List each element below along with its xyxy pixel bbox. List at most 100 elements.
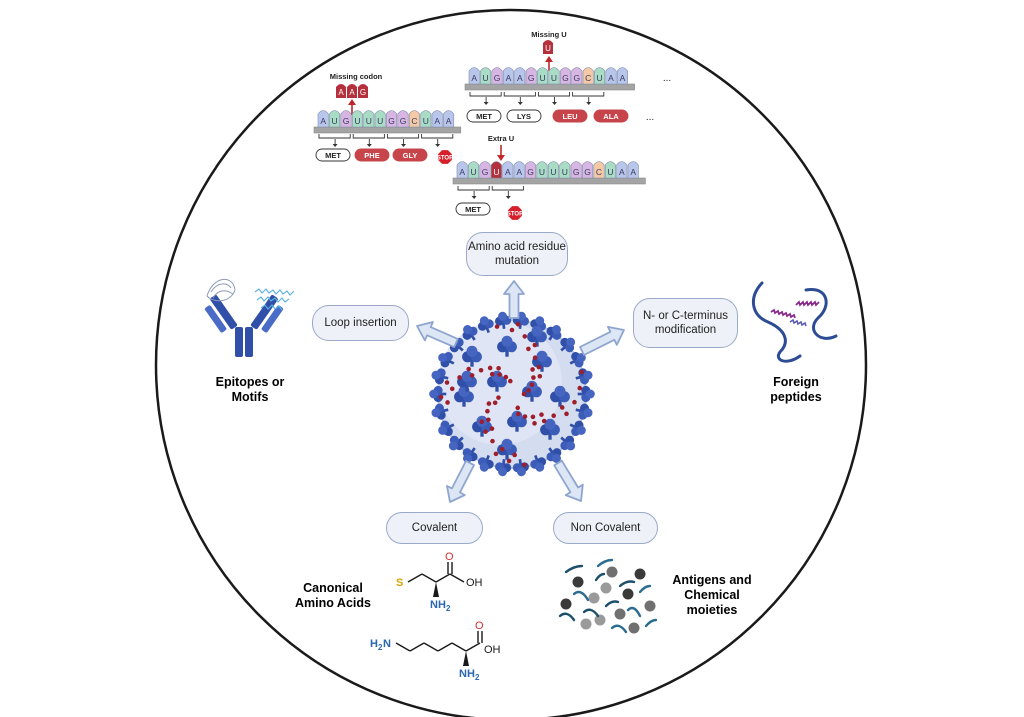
virus-dot — [489, 426, 495, 431]
rna-base-letter: A — [471, 73, 477, 83]
antigen-chain — [558, 612, 576, 622]
rna-base — [525, 67, 537, 85]
antigen-chain — [618, 580, 636, 588]
cysteine-structure — [407, 562, 465, 597]
stop-sign — [507, 205, 523, 221]
virus-dot — [487, 365, 493, 371]
virus-dot — [499, 446, 505, 452]
codon-bracket — [421, 134, 454, 139]
lys-oh-label: OH — [484, 644, 501, 656]
mutant-base — [358, 84, 368, 98]
rna-base-letter: G — [482, 167, 489, 177]
virus-spike — [550, 385, 570, 407]
virus-dot — [493, 451, 499, 457]
codon-arrowhead — [471, 196, 477, 199]
virus-dot — [438, 394, 444, 400]
rna-base-letter: G — [584, 167, 591, 177]
virus-spike — [431, 403, 449, 420]
codon-arrowhead — [366, 144, 372, 147]
rna-base — [408, 110, 420, 128]
virus-spike — [462, 447, 478, 463]
virus-dot — [486, 401, 492, 406]
foreign-peptides-illustration — [752, 281, 838, 363]
codon-arrowhead — [332, 144, 338, 147]
mutation-arrowhead — [545, 56, 553, 62]
virus-spike — [560, 435, 576, 451]
virus-dot — [516, 411, 521, 417]
block-arrow — [446, 459, 475, 503]
lys-h2n-h: H — [370, 638, 378, 650]
rna-base-letter: U — [540, 73, 546, 83]
virus-dot — [530, 414, 536, 420]
label-foreign-peptides: Foreign peptides — [770, 375, 822, 404]
antigen-chain — [594, 572, 606, 582]
rna-base-letter: U — [551, 73, 557, 83]
ellipsis-protein: ... — [646, 112, 654, 123]
mutant-base — [543, 40, 553, 54]
codon-bracket — [386, 134, 420, 139]
pill-non-covalent: Non Covalent — [553, 512, 658, 544]
codon-bracket — [457, 186, 490, 191]
lys-nh-subscript: 2 — [475, 673, 480, 682]
cys-oh-label: OH — [466, 577, 483, 589]
rna-base — [616, 161, 628, 179]
rna-base — [317, 110, 329, 128]
rna-base-letter: A — [620, 73, 626, 83]
antigen-chain — [572, 590, 590, 602]
rna-base-letter: U — [366, 116, 372, 126]
virus-dot — [478, 367, 484, 373]
protein-pill — [506, 109, 542, 123]
virus-spike — [530, 454, 547, 472]
rna-backbone — [452, 177, 646, 185]
codon-bracket — [491, 186, 524, 191]
rna-base-letter: U — [332, 116, 338, 126]
lys-h2n-n: N — [383, 638, 391, 650]
rna-base-letter: A — [434, 116, 440, 126]
mutant-base-letter: U — [545, 44, 551, 53]
mutant-base-letter: G — [360, 88, 366, 97]
codon-bracket — [352, 134, 385, 139]
virus-spike — [462, 325, 478, 341]
virus-spike — [497, 335, 517, 357]
protein-pill — [315, 148, 351, 162]
rna-base — [594, 67, 606, 85]
codon-bracket — [469, 92, 502, 97]
antigen-particle — [594, 614, 606, 626]
virus-spike — [540, 418, 560, 440]
virus-spike — [530, 316, 547, 334]
virus-dot — [444, 380, 450, 385]
rna-base-letter: G — [562, 73, 569, 83]
rna-base-letter: A — [505, 167, 511, 177]
rna-base — [491, 67, 503, 85]
virus-dot — [449, 386, 455, 392]
codon-arrowhead — [505, 196, 511, 199]
virus-dot — [515, 321, 521, 327]
virus-spike — [569, 420, 586, 436]
virus-spike — [431, 368, 449, 385]
virus-dot — [466, 366, 471, 372]
antigen-chain — [626, 606, 642, 618]
virus-dot — [531, 375, 536, 380]
mutant-base-letter: A — [338, 88, 344, 97]
rna-base — [468, 67, 480, 85]
rna-base-letter: A — [459, 167, 465, 177]
virus-dot — [572, 399, 577, 405]
virus-dot — [541, 418, 547, 424]
virus-spike — [462, 345, 482, 367]
antigen-particle — [580, 618, 592, 630]
missing-u-label: Missing U — [531, 30, 566, 39]
virus-dot — [483, 429, 488, 434]
codon-arrowhead — [552, 102, 557, 105]
protein-label: PHE — [364, 151, 379, 160]
virus-spike — [497, 438, 517, 460]
protein-label: LEU — [563, 112, 578, 121]
rna-base — [548, 67, 560, 85]
rna-base — [420, 110, 432, 128]
rna-base-letter: U — [471, 167, 477, 177]
virus-spike — [477, 316, 494, 334]
antigen-particle — [572, 576, 584, 588]
mutant-base-letter: A — [349, 88, 355, 97]
virus-dot — [536, 364, 542, 370]
rna-base — [329, 110, 341, 128]
